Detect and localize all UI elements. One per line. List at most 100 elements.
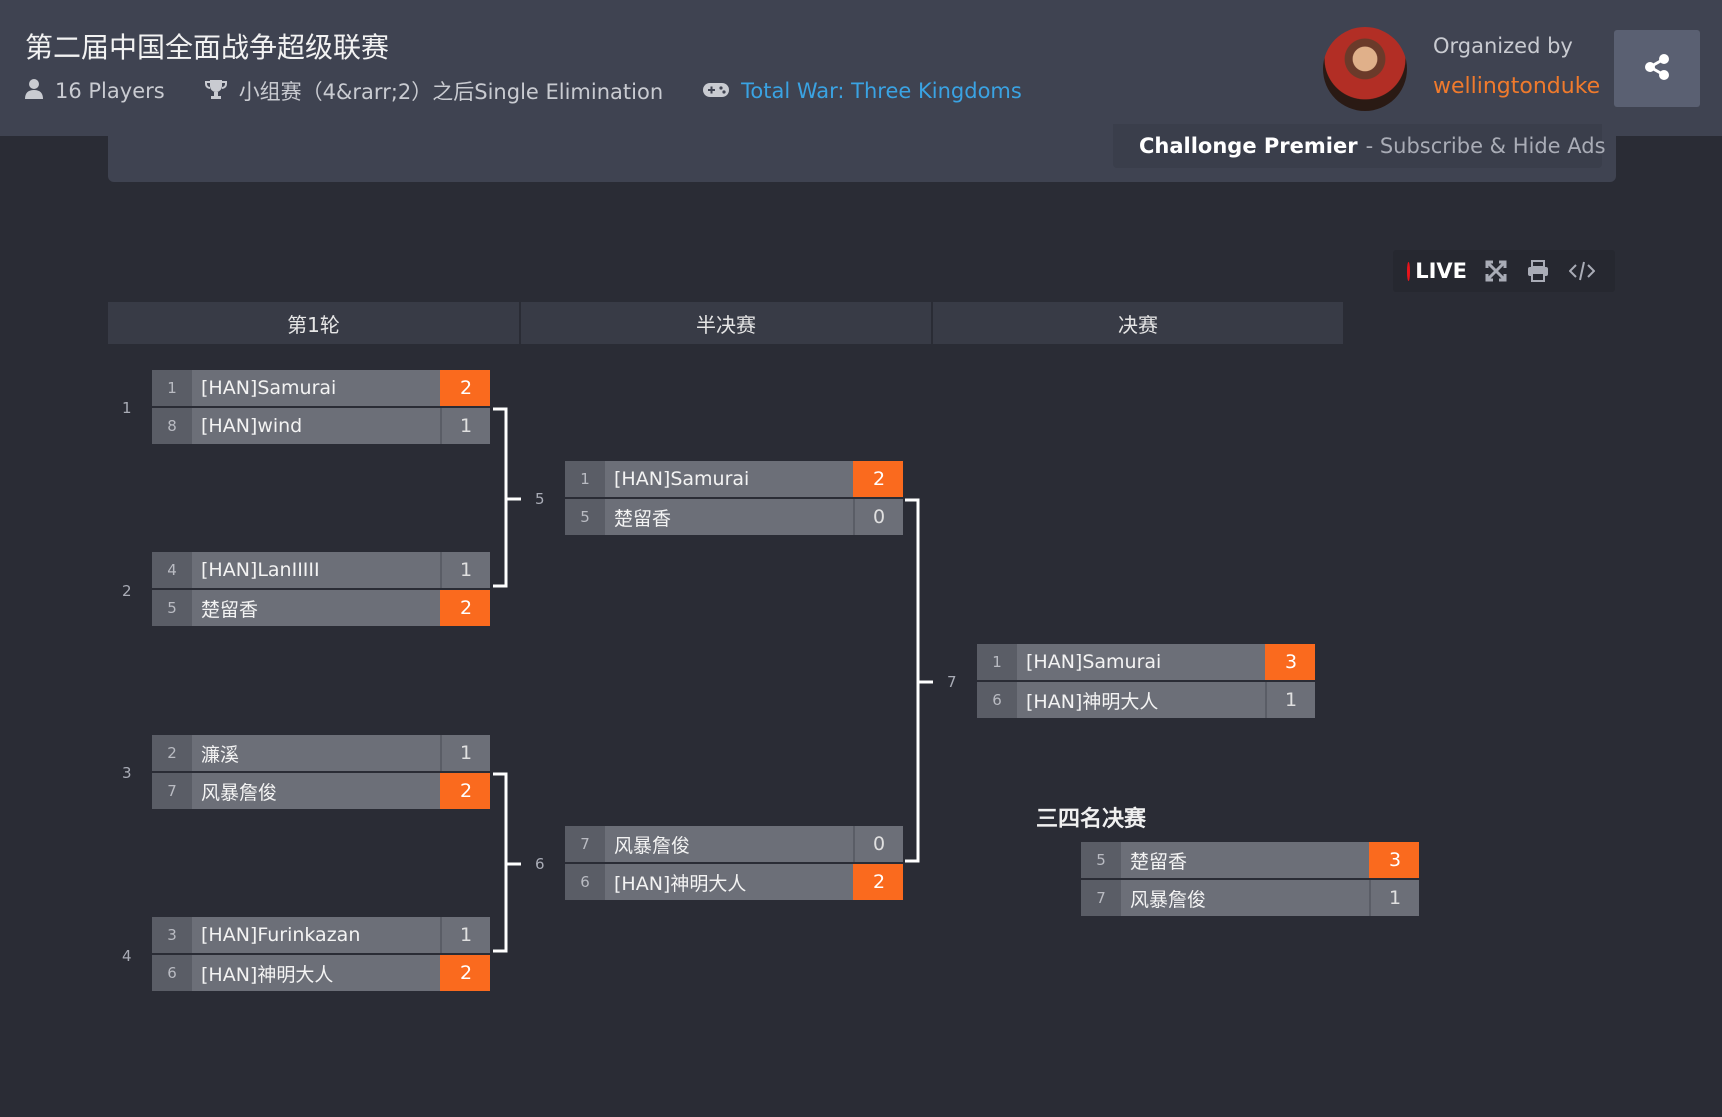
round-header-1: 第1轮 <box>108 302 519 344</box>
participant-seed: 1 <box>977 644 1017 680</box>
game-link[interactable]: Total War: Three Kingdoms <box>741 79 1022 103</box>
participant-name[interactable]: [HAN]神明大人 <box>1017 682 1265 718</box>
participant-name[interactable]: 楚留香 <box>605 499 853 535</box>
third-place-title: 三四名决赛 <box>1036 807 1147 832</box>
match-number-1: 1 <box>122 399 132 417</box>
tournament-meta: 16 Players 小组赛（4&rarr;2）之后Single Elimina… <box>25 76 1062 106</box>
participant-seed: 5 <box>1081 842 1121 878</box>
round-header-semifinal: 半决赛 <box>521 302 931 344</box>
participant-name[interactable]: 风暴詹俊 <box>1121 880 1369 916</box>
tournament-format: 小组赛（4&rarr;2）之后Single Elimination <box>204 76 663 106</box>
participant-name[interactable]: 楚留香 <box>1121 842 1369 878</box>
participant-name[interactable]: [HAN]神明大人 <box>605 864 853 900</box>
match-number-3: 3 <box>122 764 132 782</box>
ad-brand: Challonge Premier <box>1139 134 1358 158</box>
participant-seed: 7 <box>1081 880 1121 916</box>
participant-score: 1 <box>440 917 490 953</box>
participant-name[interactable]: [HAN]LanIIIII <box>192 552 440 588</box>
participant-name[interactable]: [HAN]Furinkazan <box>192 917 440 953</box>
live-button[interactable]: LIVE <box>1415 259 1467 283</box>
match-number-2: 2 <box>122 582 132 600</box>
participant-name[interactable]: 风暴詹俊 <box>605 826 853 862</box>
participant-seed: 4 <box>152 552 192 588</box>
participant-score: 3 <box>1369 842 1419 878</box>
participant-score: 1 <box>440 735 490 771</box>
match-number-7: 7 <box>947 673 957 691</box>
participant-seed: 6 <box>152 955 192 991</box>
participant-name[interactable]: [HAN]Samurai <box>1017 644 1265 680</box>
participant-name[interactable]: [HAN]Samurai <box>605 461 853 497</box>
participant-name[interactable]: 楚留香 <box>192 590 440 626</box>
gamepad-icon <box>703 79 730 103</box>
print-icon[interactable] <box>1527 260 1549 282</box>
participant-seed: 7 <box>152 773 192 809</box>
participant-name[interactable]: 风暴詹俊 <box>192 773 440 809</box>
participant-score: 0 <box>853 826 903 862</box>
participant-score: 1 <box>440 408 490 444</box>
participant-name[interactable]: [HAN]神明大人 <box>192 955 440 991</box>
participant-seed: 6 <box>977 682 1017 718</box>
participant-seed: 1 <box>565 461 605 497</box>
participant-score: 0 <box>853 499 903 535</box>
match-number-5: 5 <box>535 490 545 508</box>
players-count: 16 Players <box>25 78 165 104</box>
tournament-title: 第二届中国全面战争超级联赛 <box>25 31 390 64</box>
tournament-header: 第二届中国全面战争超级联赛 16 Players 小组赛（4&rarr;2）之后… <box>0 0 1722 136</box>
organized-by-label: Organized by <box>1433 34 1573 58</box>
round-header-final: 决赛 <box>933 302 1343 344</box>
match-number-6: 6 <box>535 855 545 873</box>
participant-score: 1 <box>440 552 490 588</box>
participant-score: 2 <box>440 955 490 991</box>
user-icon <box>25 78 43 104</box>
participant-seed: 2 <box>152 735 192 771</box>
trophy-icon <box>204 79 227 104</box>
participant-score: 3 <box>1265 644 1315 680</box>
participant-seed: 8 <box>152 408 192 444</box>
participant-name[interactable]: [HAN]Samurai <box>192 370 440 406</box>
organizer-link[interactable]: wellingtonduke <box>1433 74 1601 99</box>
share-icon <box>1642 52 1672 86</box>
premier-ad[interactable]: Challonge Premier - Subscribe & Hide Ads <box>1113 124 1606 168</box>
participant-seed: 7 <box>565 826 605 862</box>
fullscreen-icon[interactable] <box>1485 260 1507 282</box>
ad-subscribe-link[interactable]: - Subscribe & Hide Ads <box>1365 134 1606 158</box>
participant-score: 2 <box>440 773 490 809</box>
participant-seed: 3 <box>152 917 192 953</box>
participant-score: 2 <box>440 590 490 626</box>
participant-name[interactable]: 濂溪 <box>192 735 440 771</box>
organizer-avatar[interactable] <box>1323 27 1407 111</box>
participant-name[interactable]: [HAN]wind <box>192 408 440 444</box>
participant-score: 2 <box>440 370 490 406</box>
players-label: 16 Players <box>55 79 165 103</box>
participant-seed: 5 <box>565 499 605 535</box>
tournament-game[interactable]: Total War: Three Kingdoms <box>703 79 1022 103</box>
embed-code-icon[interactable] <box>1569 261 1595 281</box>
bracket-toolbar: LIVE <box>1393 250 1615 292</box>
share-button[interactable] <box>1614 30 1700 107</box>
participant-score: 1 <box>1265 682 1315 718</box>
